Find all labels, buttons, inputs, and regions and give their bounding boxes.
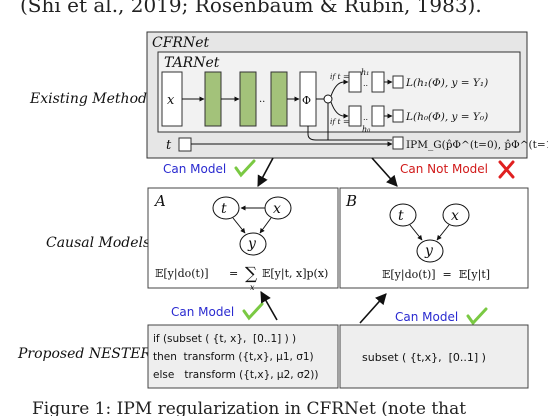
figure-caption-fragment: Figure 1: IPM regularization in CFRNet (… — [32, 399, 466, 416]
svg-text:..: .. — [363, 113, 368, 122]
formula-a-lhs: 𝔼[y|do(t)] — [155, 267, 209, 281]
representation-layer-3 — [270, 71, 288, 127]
cond-t1-label: if t = 1 — [330, 72, 356, 81]
edge-t-y — [409, 224, 423, 241]
input-x-label: x — [167, 93, 175, 108]
svg-text:..: .. — [363, 79, 368, 88]
header-text-fragment: (Shi et al., 2019; Rosenbaum & Rubin, 19… — [20, 0, 482, 17]
ipm-label: IPM_G(p̂Φ^(t=0), p̂Φ^(t=1)) — [406, 139, 548, 151]
loss-bottom-label: L(h₀(Φ), y = Y₀) — [405, 111, 488, 123]
representation-layer-2 — [239, 71, 257, 127]
formula-a-rhs: 𝔼[y|t, x]p(x) — [262, 267, 328, 281]
nester-program-b — [339, 324, 529, 389]
causal-b-label: B — [345, 192, 357, 210]
row-label-causal: Causal Models — [46, 235, 150, 251]
svg-text:x: x — [250, 283, 255, 292]
h1-layer-1 — [348, 71, 362, 93]
formula-a-sum: ∑ — [245, 264, 257, 284]
edge-x-y — [436, 224, 450, 241]
status-row-bottom: Can Model Can Model — [171, 291, 488, 326]
node-t — [389, 203, 417, 227]
input-t-box — [178, 137, 192, 152]
node-x — [442, 203, 470, 227]
svg-text:y: y — [247, 236, 257, 252]
svg-text:=: = — [229, 267, 238, 280]
node-y — [416, 239, 444, 263]
edge-t-y — [232, 217, 246, 234]
tarnet-title: TARNet — [164, 55, 220, 71]
loss-bottom-box — [392, 109, 404, 123]
causal-model-a: A t x y 𝔼[y|do(t)] = ∑ x 𝔼[y|t, x]p(x) — [147, 187, 339, 292]
causal-a-label: A — [153, 192, 166, 210]
h1-label: h₁ — [361, 68, 369, 77]
cfrnet-title: CFRNet — [152, 35, 210, 51]
nester-line-1: if (subset ( {t, x}, [0..1] ) ) — [153, 333, 296, 345]
cond-t0-label: if t = 0 — [330, 117, 357, 126]
node-t — [212, 196, 240, 220]
causal-model-b: B t x y 𝔼[y|do(t)] = 𝔼[y|t] — [339, 187, 529, 289]
edge-x-y — [259, 217, 272, 234]
row-label-proposed: Proposed NESTER — [17, 346, 151, 362]
node-y — [239, 232, 267, 256]
nester-line-2: then transform ({t,x}, μ1, σ1) — [153, 351, 314, 363]
switch-node — [323, 94, 333, 104]
check-icon — [466, 307, 488, 326]
status-row: Can Model Can Not Model — [163, 157, 515, 187]
h0-layer-1 — [348, 105, 362, 127]
h1-layer-2 — [371, 71, 385, 93]
svg-text:x: x — [273, 201, 281, 217]
check-icon — [234, 159, 256, 178]
h0-layer-2 — [371, 105, 385, 127]
svg-text:y: y — [424, 243, 434, 259]
cross-icon — [498, 160, 515, 179]
can-model-label-top: Can Model — [163, 162, 226, 176]
layer-ellipsis: .. — [259, 94, 265, 105]
loss-top-box — [392, 75, 404, 89]
input-t-label: t — [166, 138, 172, 153]
nester-panel: if (subset ( {t, x}, [0..1] ) ) then tra… — [147, 324, 529, 389]
nester-program-a — [147, 324, 339, 389]
nester-program-b-text: subset ( {t,x}, [0..1] ) — [362, 351, 486, 364]
ipm-box — [392, 136, 404, 150]
formula-b: 𝔼[y|do(t)] = 𝔼[y|t] — [382, 268, 490, 282]
can-model-label-right: Can Model — [395, 310, 458, 324]
h0-label: h₀ — [362, 125, 371, 134]
cfrnet-panel: CFRNet TARNet x .. Φ if t = 1 if t = 0 h… — [146, 31, 548, 159]
check-icon — [242, 302, 264, 321]
can-model-label-left: Can Model — [171, 305, 234, 319]
nester-line-3: else transform ({t,x}, μ2, σ2)) — [153, 369, 319, 381]
svg-text:t: t — [221, 201, 227, 217]
causal-b-box — [339, 187, 529, 289]
loss-top-label: L(h₁(Φ), y = Y₁) — [405, 77, 488, 89]
representation-layer-1 — [204, 71, 222, 127]
svg-text:t: t — [398, 208, 404, 224]
can-not-model-label: Can Not Model — [400, 162, 488, 176]
row-label-existing: Existing Methods — [29, 91, 154, 107]
phi-label: Φ — [302, 94, 311, 107]
svg-text:x: x — [451, 208, 459, 224]
